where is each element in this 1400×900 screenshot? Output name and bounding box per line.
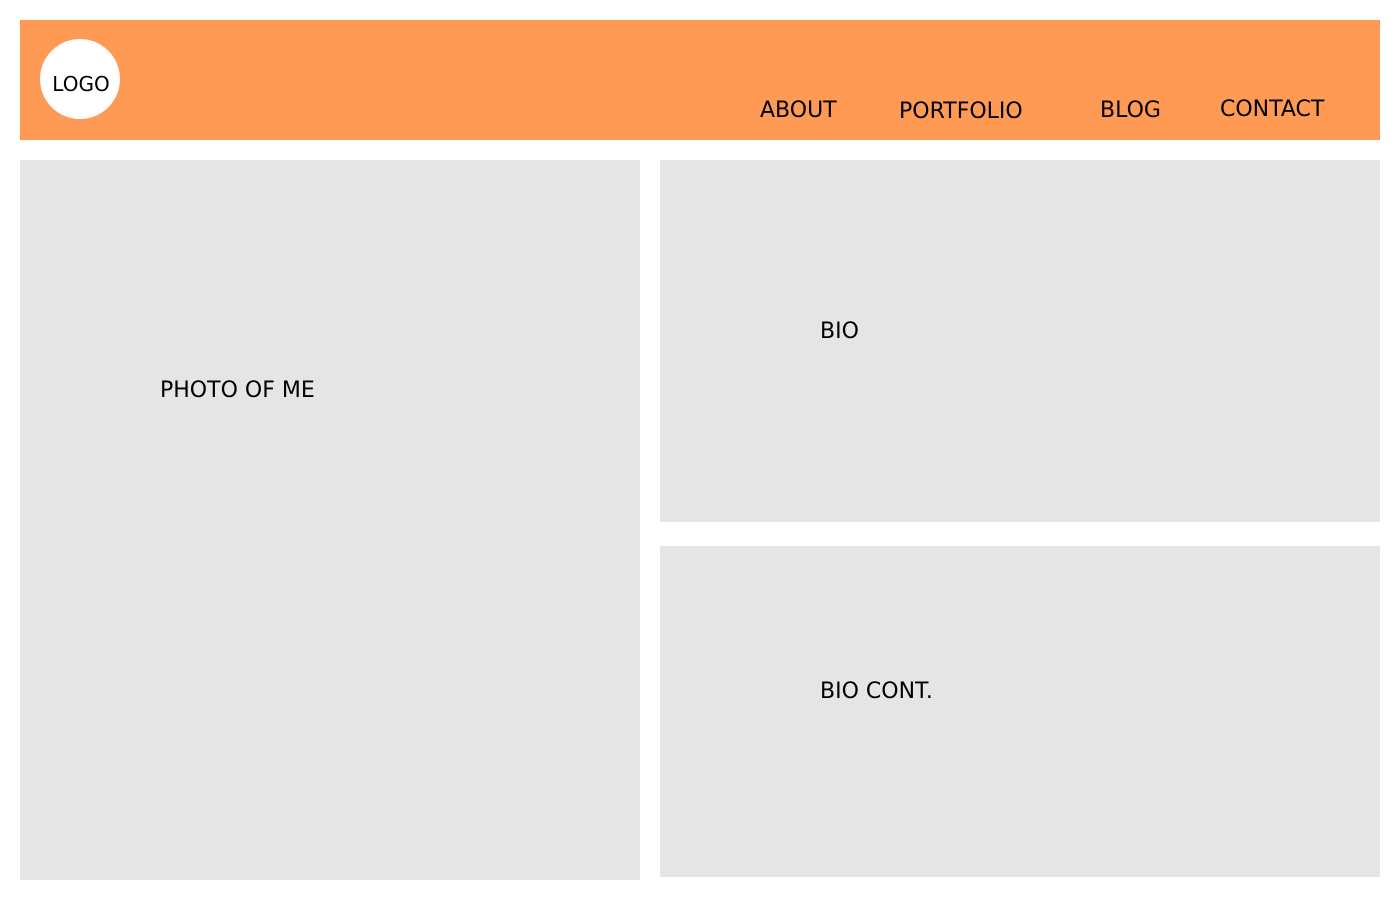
site-header: LOGO ABOUT PORTFOLIO BLOG CONTACT [20, 20, 1380, 140]
bio-label: BIO [820, 319, 859, 344]
logo[interactable]: LOGO [40, 39, 120, 119]
nav-item-about[interactable]: ABOUT [760, 98, 837, 123]
photo-panel: PHOTO OF ME [20, 160, 640, 880]
bio-cont-label: BIO CONT. [820, 679, 933, 704]
logo-label: LOGO [52, 72, 110, 96]
bio-panel: BIO [660, 160, 1380, 522]
photo-label: PHOTO OF ME [160, 378, 315, 403]
bio-cont-panel: BIO CONT. [660, 546, 1380, 877]
nav-item-portfolio[interactable]: PORTFOLIO [899, 99, 1023, 124]
nav-item-contact[interactable]: CONTACT [1220, 97, 1325, 122]
nav-item-blog[interactable]: BLOG [1100, 98, 1161, 123]
